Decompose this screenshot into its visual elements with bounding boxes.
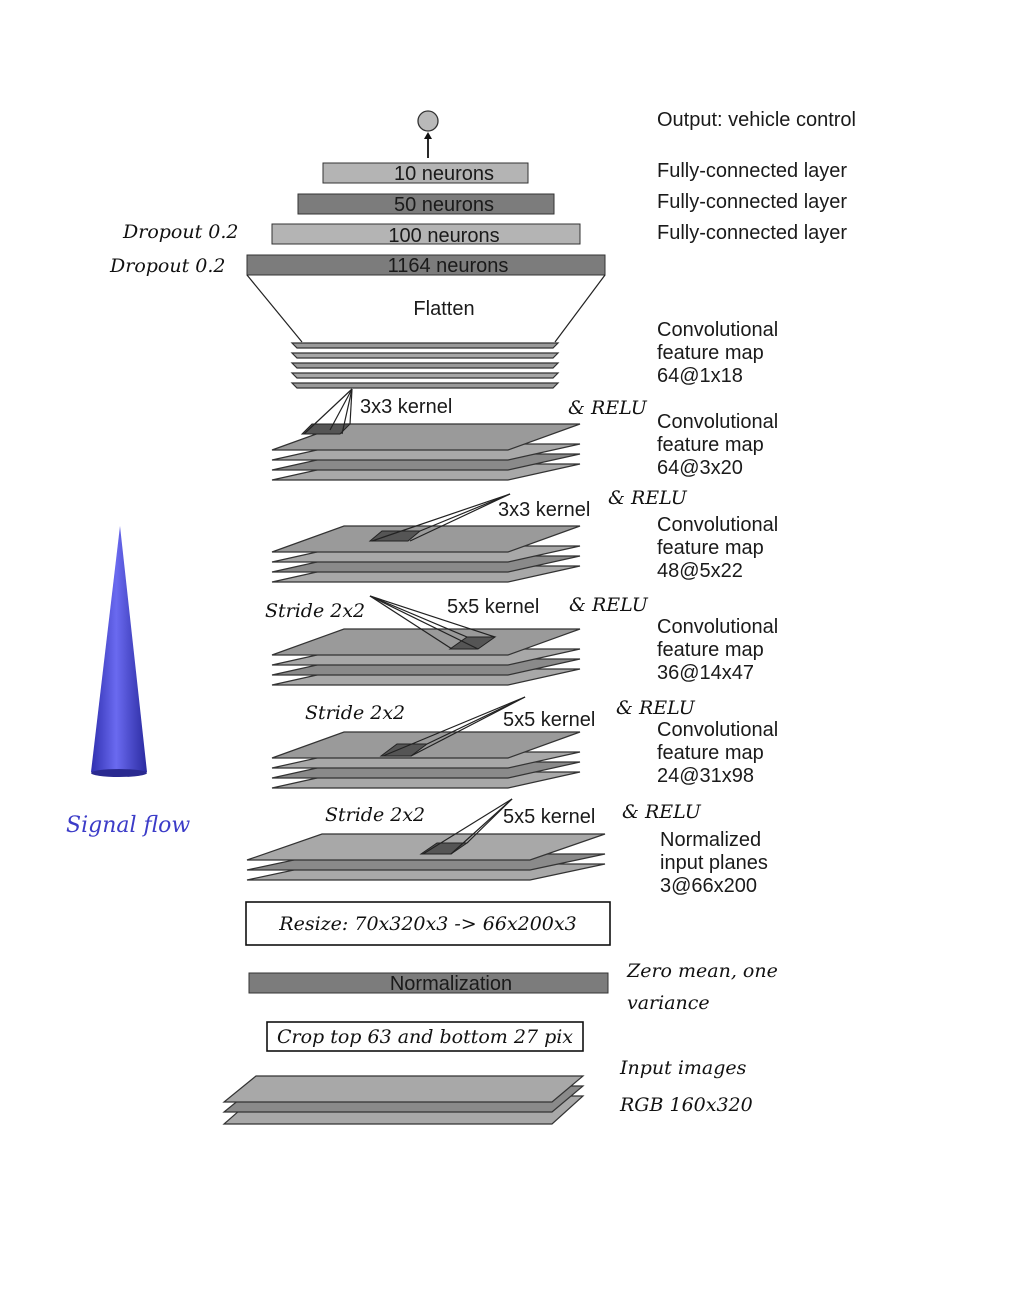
kernel-5x5-mid xyxy=(379,696,526,757)
fc-1164-box xyxy=(246,254,606,276)
flatten-edge-right xyxy=(554,274,606,343)
kernel-label-5: 5x5 kernel xyxy=(503,806,595,828)
conv2-label-line1: Convolutional xyxy=(657,411,778,433)
dropout-note-2: Dropout 0.2 xyxy=(109,255,225,277)
conv5-label-line3: 24@31x98 xyxy=(657,765,754,787)
signal-flow-cone-base xyxy=(91,769,147,777)
fc-1164-label: 1164 neurons xyxy=(388,255,509,277)
fc-50-label: 50 neurons xyxy=(394,194,494,216)
stride-note-1: Stride 2x2 xyxy=(265,600,365,622)
stride-note-2: Stride 2x2 xyxy=(305,702,405,724)
conv5-label-line1: Convolutional xyxy=(657,719,778,741)
kernel-label-2: 3x3 kernel xyxy=(498,499,590,521)
fc-10-side-label: Fully-connected layer xyxy=(657,160,847,182)
conv1-label-line2: feature map xyxy=(657,342,764,364)
output-node xyxy=(417,110,439,132)
dropout-note-1: Dropout 0.2 xyxy=(122,221,238,243)
conv5-label-line2: feature map xyxy=(657,742,764,764)
fc-10-label: 10 neurons xyxy=(394,163,494,185)
signal-flow-label: Signal flow xyxy=(66,813,190,838)
conv3-label-line1: Convolutional xyxy=(657,514,778,536)
relu-note-5: & RELU xyxy=(622,801,702,823)
resize-label: Resize: 70x320x3 -> 66x200x3 xyxy=(278,913,576,935)
flatten-label: Flatten xyxy=(413,298,474,320)
normalized-label-line1: Normalized xyxy=(660,829,761,851)
kernel-label-1: 3x3 kernel xyxy=(360,396,452,418)
relu-note-3: & RELU xyxy=(569,594,649,616)
input-images-stack xyxy=(222,1075,585,1125)
conv-48-5x22-stack xyxy=(271,525,581,583)
kernel-5x5-top xyxy=(369,595,497,650)
conv-64-3x20-stack xyxy=(271,423,581,481)
conv-24-31x98-stack xyxy=(271,731,581,789)
conv3-label-line2: feature map xyxy=(657,537,764,559)
normalized-label-line2: input planes xyxy=(660,852,768,874)
kernel-label-4: 5x5 kernel xyxy=(503,709,595,731)
signal-flow-cone xyxy=(91,526,147,772)
relu-note-2: & RELU xyxy=(608,487,688,509)
stride-note-3: Stride 2x2 xyxy=(325,804,425,826)
output-label: Output: vehicle control xyxy=(657,109,856,131)
fc-100-box xyxy=(271,223,581,245)
normalization-note-line2: variance xyxy=(627,992,710,1014)
normalized-label-line3: 3@66x200 xyxy=(660,875,757,897)
conv4-label-line1: Convolutional xyxy=(657,616,778,638)
fc-100-side-label: Fully-connected layer xyxy=(657,222,847,244)
fc-100-label: 100 neurons xyxy=(388,225,499,247)
conv3-label-line3: 48@5x22 xyxy=(657,560,743,582)
fc-50-box xyxy=(297,193,555,215)
input-planes-stack xyxy=(246,833,606,881)
kernel-label-3: 5x5 kernel xyxy=(447,596,539,618)
kernel-5x5-bottom xyxy=(419,798,513,855)
flatten-edge-left xyxy=(246,274,303,343)
fc-50-side-label: Fully-connected layer xyxy=(657,191,847,213)
conv4-label-line3: 36@14x47 xyxy=(657,662,754,684)
crop-box xyxy=(266,1021,584,1052)
relu-note-4: & RELU xyxy=(616,697,696,719)
crop-label: Crop top 63 and bottom 27 pix xyxy=(277,1026,573,1048)
input-images-line1: Input images xyxy=(619,1057,747,1079)
conv-36-14x47-stack xyxy=(271,628,581,686)
resize-box xyxy=(245,901,611,946)
conv2-label-line2: feature map xyxy=(657,434,764,456)
fc-10-box xyxy=(322,162,529,184)
kernel-3x3-top xyxy=(300,388,353,435)
relu-note-1: & RELU xyxy=(568,397,648,419)
kernel-3x3-mid xyxy=(368,493,511,542)
conv2-label-line3: 64@3x20 xyxy=(657,457,743,479)
conv4-label-line2: feature map xyxy=(657,639,764,661)
input-images-line2: RGB 160x320 xyxy=(619,1094,753,1116)
normalization-label: Normalization xyxy=(390,973,512,995)
conv-64-1x18-stack xyxy=(290,342,560,389)
normalization-box xyxy=(248,972,609,994)
conv1-label-line3: 64@1x18 xyxy=(657,365,743,387)
normalization-note-line1: Zero mean, one xyxy=(626,960,778,982)
conv1-label-line1: Convolutional xyxy=(657,319,778,341)
output-arrowhead xyxy=(424,132,432,139)
